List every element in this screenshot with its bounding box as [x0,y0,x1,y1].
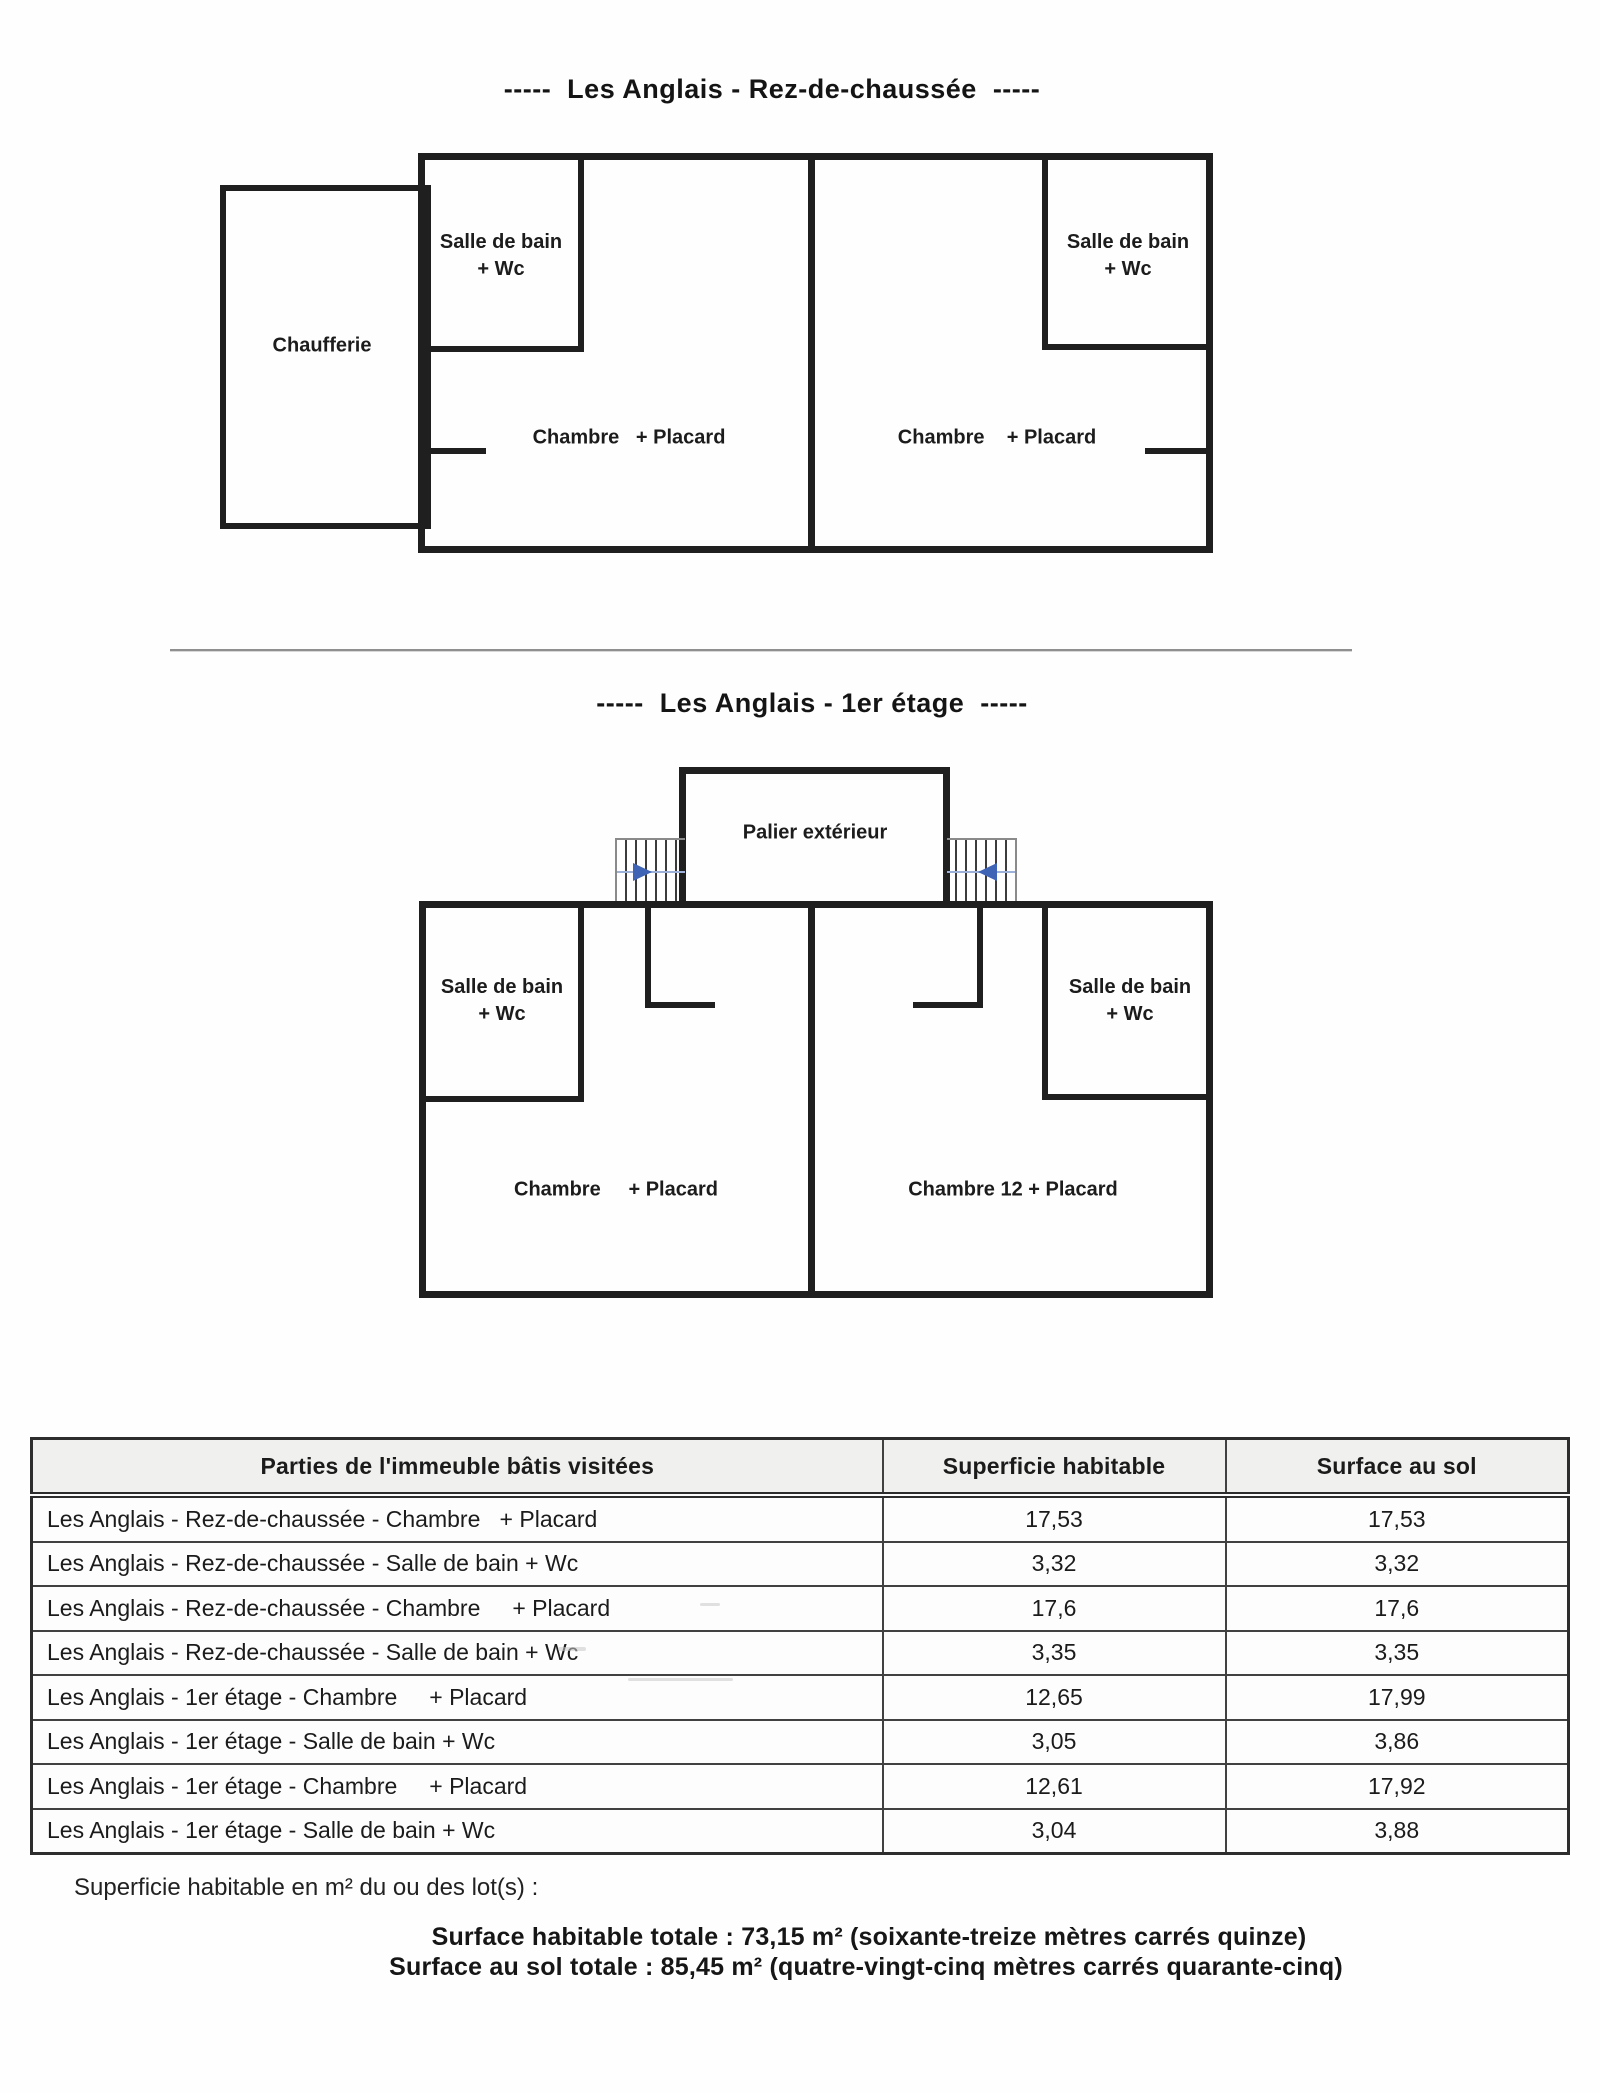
table-row: Les Anglais - Rez-de-chaussée - Salle de… [30,1540,1570,1587]
surface-table: Parties de l'immeuble bâtis visitées Sup… [30,1437,1570,1855]
row-value: 3,88 [1224,1807,1570,1855]
room-label-bedroom: Chambre + Placard [514,1178,718,1201]
row-value: 17,53 [881,1494,1227,1543]
table-header-row: Parties de l'immeuble bâtis visitées Sup… [30,1437,1570,1498]
scan-artifact [558,1647,586,1651]
stairs-up-arrow-icon [633,863,652,881]
table-row: Les Anglais - Rez-de-chaussée - Chambre … [30,1585,1570,1632]
column-header-surface: Surface au sol [1224,1437,1570,1498]
row-value: 17,99 [1224,1674,1570,1721]
wall [1206,153,1213,553]
room-label-palier: Palier extérieur [742,821,888,844]
wall [913,1002,983,1008]
room-label-bedroom: Chambre + Placard [897,426,1097,449]
wall [943,767,950,903]
wall [1042,901,1048,1100]
row-label: Les Anglais - Rez-de-chaussée - Salle de… [30,1540,884,1587]
stairs-up-arrow-icon [978,863,997,881]
row-value: 3,35 [1224,1629,1570,1676]
row-value: 12,61 [881,1763,1227,1810]
table-row: Les Anglais - 1er étage - Salle de bain … [30,1718,1570,1765]
stairs-left [615,838,685,903]
column-header-parties: Parties de l'immeuble bâtis visitées [30,1437,884,1498]
wall [679,767,686,903]
wall [645,1002,715,1008]
table-row: Les Anglais - 1er étage - Chambre + Plac… [30,1674,1570,1721]
room-label-bedroom: Chambre + Placard [532,426,726,449]
wall [418,448,486,454]
row-value: 17,6 [1224,1585,1570,1632]
wall [419,901,1213,908]
wall [578,153,584,352]
table-row: Les Anglais - 1er étage - Chambre + Plac… [30,1763,1570,1810]
room-label-chaufferie: Chaufferie [272,334,372,357]
row-label: Les Anglais - Rez-de-chaussée - Chambre … [30,1585,884,1632]
wall [1145,448,1213,454]
row-label: Les Anglais - 1er étage - Chambre + Plac… [30,1674,884,1721]
wall [418,153,1213,160]
total-habitable: Surface habitable totale : 73,15 m² (soi… [431,1923,1307,1951]
chaufferie-outline [220,185,431,529]
row-label: Les Anglais - Rez-de-chaussée - Salle de… [30,1629,884,1676]
wall [808,153,815,553]
row-label: Les Anglais - 1er étage - Chambre + Plac… [30,1763,884,1810]
row-value: 3,04 [881,1807,1227,1855]
wall [418,546,1213,553]
row-value: 17,92 [1224,1763,1570,1810]
stairs-right [947,838,1017,903]
table-row: Les Anglais - 1er étage - Salle de bain … [30,1807,1570,1855]
column-header-superficie: Superficie habitable [881,1437,1227,1498]
row-value: 3,86 [1224,1718,1570,1765]
wall [977,901,983,1008]
room-label-bath: Salle de bain + Wc [440,976,564,1025]
room-label-bath: Salle de bain + Wc [439,231,563,280]
table-body: Les Anglais - Rez-de-chaussée - Chambre … [30,1494,1570,1855]
wall [1042,153,1048,350]
row-label: Les Anglais - 1er étage - Salle de bain … [30,1718,884,1765]
room-label-bedroom: Chambre 12 + Placard [908,1178,1118,1201]
row-label: Les Anglais - 1er étage - Salle de bain … [30,1807,884,1855]
wall [679,767,950,774]
row-value: 3,32 [1224,1540,1570,1587]
row-value: 3,32 [881,1540,1227,1587]
wall [1042,1094,1213,1100]
wall [419,1096,584,1102]
row-value: 3,35 [881,1629,1227,1676]
row-value: 17,6 [881,1585,1227,1632]
row-value: 12,65 [881,1674,1227,1721]
row-label: Les Anglais - Rez-de-chaussée - Chambre … [30,1494,884,1543]
section2-title: ----- Les Anglais - 1er étage ----- [596,688,1028,718]
table-row: Les Anglais - Rez-de-chaussée - Chambre … [30,1494,1570,1543]
wall [419,1291,1213,1298]
footer-intro: Superficie habitable en m² du ou des lot… [74,1874,539,1901]
wall [418,153,425,553]
row-value: 3,05 [881,1718,1227,1765]
scan-artifact [700,1603,720,1606]
wall [808,901,815,1298]
section1-title: ----- Les Anglais - Rez-de-chaussée ----… [503,74,1041,104]
room-label-bath: Salle de bain + Wc [1066,231,1190,280]
scan-artifact [628,1678,733,1681]
wall [578,901,584,1102]
room-label-bath: Salle de bain + Wc [1068,976,1192,1025]
wall [418,346,584,352]
table-row: Les Anglais - Rez-de-chaussée - Salle de… [30,1629,1570,1676]
section-divider [170,649,1352,651]
wall [645,901,651,1008]
row-value: 17,53 [1224,1494,1570,1543]
wall [1042,344,1213,350]
total-surface-sol: Surface au sol totale : 85,45 m² (quatre… [389,1953,1343,1981]
